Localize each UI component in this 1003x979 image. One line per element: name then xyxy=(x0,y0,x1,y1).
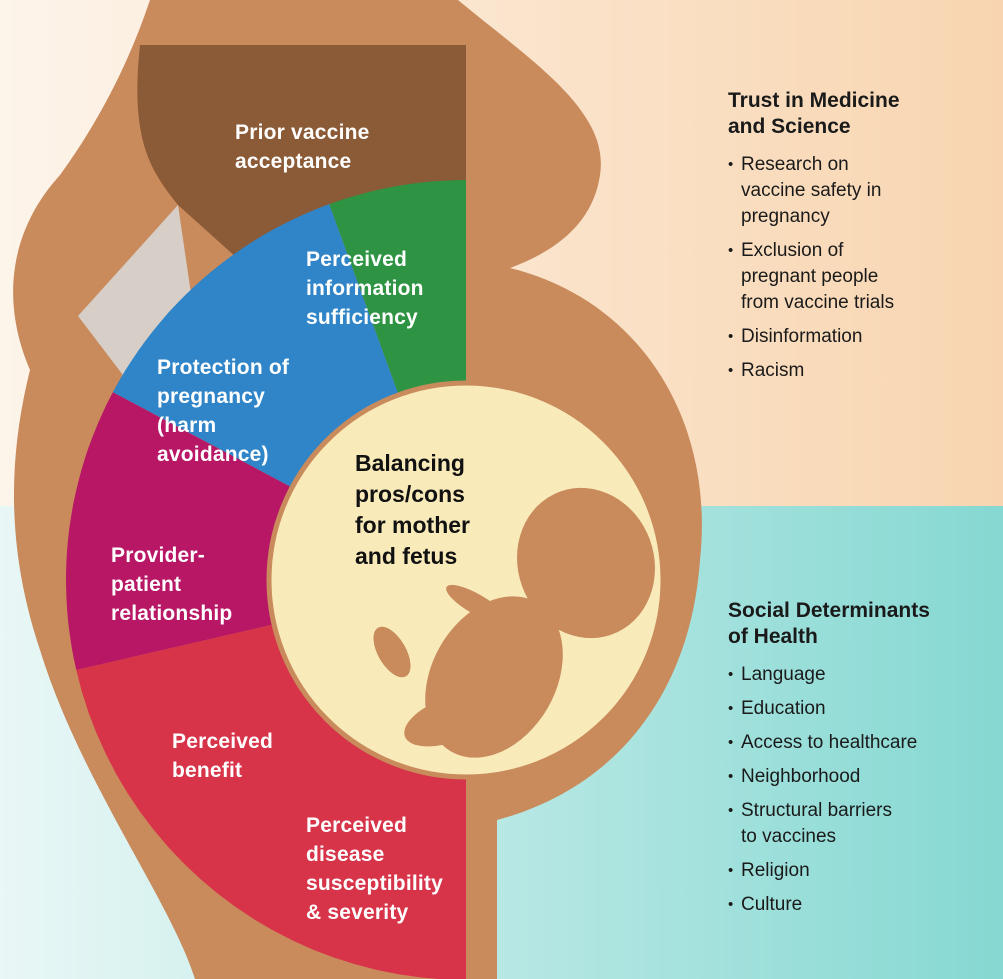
social-panel-item: Access to healthcare xyxy=(728,730,930,756)
fetus-hand xyxy=(492,621,520,639)
segment-label-benefit: Perceived benefit xyxy=(172,730,274,782)
trust-panel-item: Research on vaccine safety in pregnancy xyxy=(728,152,900,230)
social-panel-item: Religion xyxy=(728,858,930,884)
trust-panel: Trust in Medicine and Science Research o… xyxy=(728,88,900,392)
segment-benefit xyxy=(66,392,294,670)
womb xyxy=(266,380,666,780)
segment-prior xyxy=(137,45,466,258)
segment-label-disease: Perceived disease susceptibility & sever… xyxy=(306,814,444,924)
trust-panel-item: Racism xyxy=(728,358,900,384)
social-panel-list: Language Education Access to healthcare … xyxy=(728,662,930,918)
segment-label-provider: Provider- patient relationship xyxy=(111,544,233,625)
trust-panel-item: Exclusion of pregnant people from vaccin… xyxy=(728,238,900,316)
social-panel: Social Determinants of Health Language E… xyxy=(728,598,930,926)
center-label: Balancing pros/cons for mother and fetus xyxy=(355,450,470,569)
fetus-foot xyxy=(373,626,411,678)
trust-panel-item: Disinformation xyxy=(728,324,900,350)
segment-protection xyxy=(329,180,466,397)
fetus-arm xyxy=(446,584,506,624)
segment-label-prior: Prior vaccine acceptance xyxy=(235,121,370,173)
social-panel-item: Culture xyxy=(728,892,930,918)
social-panel-item: Structural barriers to vaccines xyxy=(728,798,930,850)
social-panel-item: Language xyxy=(728,662,930,688)
segment-label-protection: Protection of pregnancy (harm avoidance) xyxy=(157,356,290,466)
fetus-leg xyxy=(404,693,496,747)
trust-panel-list: Research on vaccine safety in pregnancy … xyxy=(728,152,900,384)
social-panel-item: Education xyxy=(728,696,930,722)
social-panel-item: Neighborhood xyxy=(728,764,930,790)
trust-panel-title: Trust in Medicine and Science xyxy=(728,89,900,138)
fetus-illustration xyxy=(373,487,655,758)
fetus-head xyxy=(517,487,655,639)
social-panel-title: Social Determinants of Health xyxy=(728,599,930,648)
segment-label-info: Perceived information sufficiency xyxy=(306,248,424,329)
segment-disease xyxy=(76,623,466,979)
segment-provider xyxy=(112,204,400,489)
